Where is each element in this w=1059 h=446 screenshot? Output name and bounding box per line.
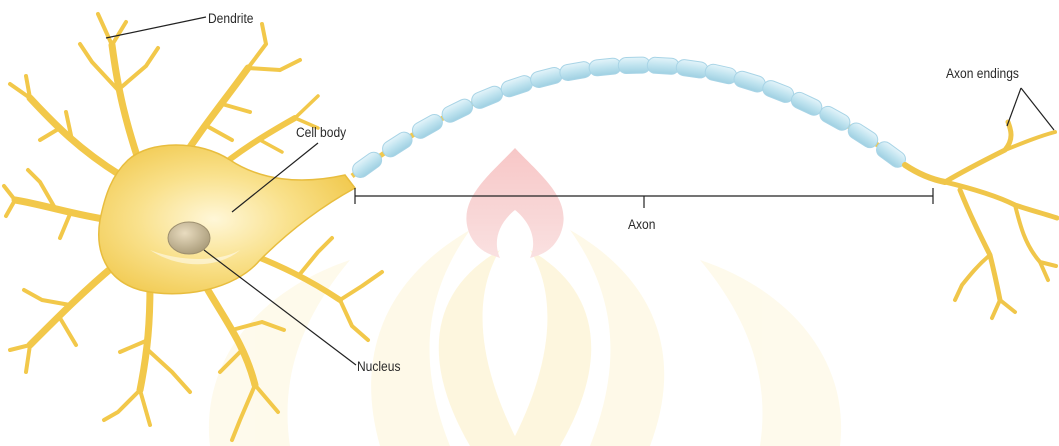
axon-endings-label: Axon endings [946,65,1019,81]
cell-body [99,145,355,294]
watermark-flame-icon [466,148,563,258]
terminal-branch [945,122,1011,182]
myelin-segment [499,74,534,99]
nucleus-label: Nucleus [357,358,401,374]
myelin-segment [529,66,564,89]
myelin-segment [789,90,825,118]
dendrite-branch-bottom [140,285,150,390]
myelin-sheath [349,57,908,181]
myelin-segment [439,96,475,124]
watermark-petal-far-right [700,260,841,446]
dendrite-label: Dendrite [208,10,253,26]
myelin-segment [760,78,796,105]
dendrite-branch-left [15,200,110,220]
terminal-branch [960,190,1000,300]
axon-label: Axon [628,216,655,232]
dendrite-branch-lower-left [30,265,115,345]
nucleus [168,222,210,254]
myelin-segment [559,60,593,81]
myelin-segment [469,84,505,111]
dendrite-branch-top [112,45,140,165]
axon-endings-leader-line [1021,88,1054,130]
axon-terminal-branches [905,122,1057,318]
watermark-petal-far-left [209,260,350,446]
axon-trunk-end [905,165,945,182]
myelin-segment [588,57,621,76]
terminal-branch [955,255,1015,318]
cell-body-label: Cell body [296,124,347,140]
myelin-segment [410,112,446,142]
watermark-petal-left [439,250,520,446]
myelin-segment [647,57,680,75]
axon-endings-leader-line [1007,88,1021,126]
myelin-segment [675,59,709,79]
myelin-segment [732,69,767,94]
myelin-segment [817,104,853,134]
watermark-petal-right [510,250,591,446]
myelin-segment [618,57,650,74]
myelin-segment [704,63,739,86]
axon-bracket [355,188,933,208]
